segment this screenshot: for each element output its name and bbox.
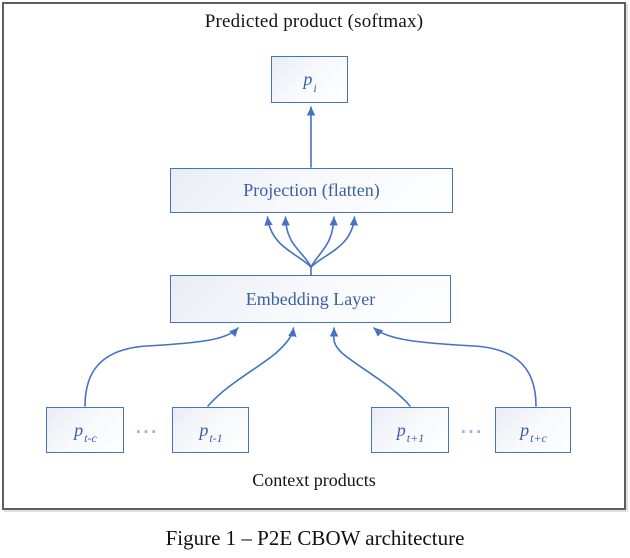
box-context-pt-plus-1: pt+1 (371, 407, 449, 453)
context-pt-plus-1-label: pt+1 (396, 419, 425, 446)
box-context-pt-c: pt-c (46, 407, 124, 453)
ellipsis-left: ... (135, 419, 159, 437)
box-embedding-layer: Embedding Layer (170, 275, 451, 323)
box-predicted-product: pi (271, 56, 348, 103)
projection-label: Projection (flatten) (243, 180, 380, 200)
context-products-label: Context products (252, 470, 376, 490)
context-pt-c-label: pt-c (74, 419, 97, 446)
context-pt-plus-c-label: pt+c (520, 419, 547, 446)
embedding-label: Embedding Layer (245, 288, 376, 309)
box-context-pt-1: pt-1 (172, 407, 249, 453)
box-context-pt-plus-c: pt+c (495, 407, 571, 453)
box-projection: Projection (flatten) (170, 168, 453, 213)
predicted-product-label: pi (303, 69, 317, 95)
diagram-title: Predicted product (softmax) (204, 11, 424, 32)
context-pt-1-label: pt-1 (199, 419, 223, 446)
ellipsis-right: ... (460, 419, 484, 437)
figure-caption: Figure 1 – P2E CBOW architecture (165, 526, 465, 550)
